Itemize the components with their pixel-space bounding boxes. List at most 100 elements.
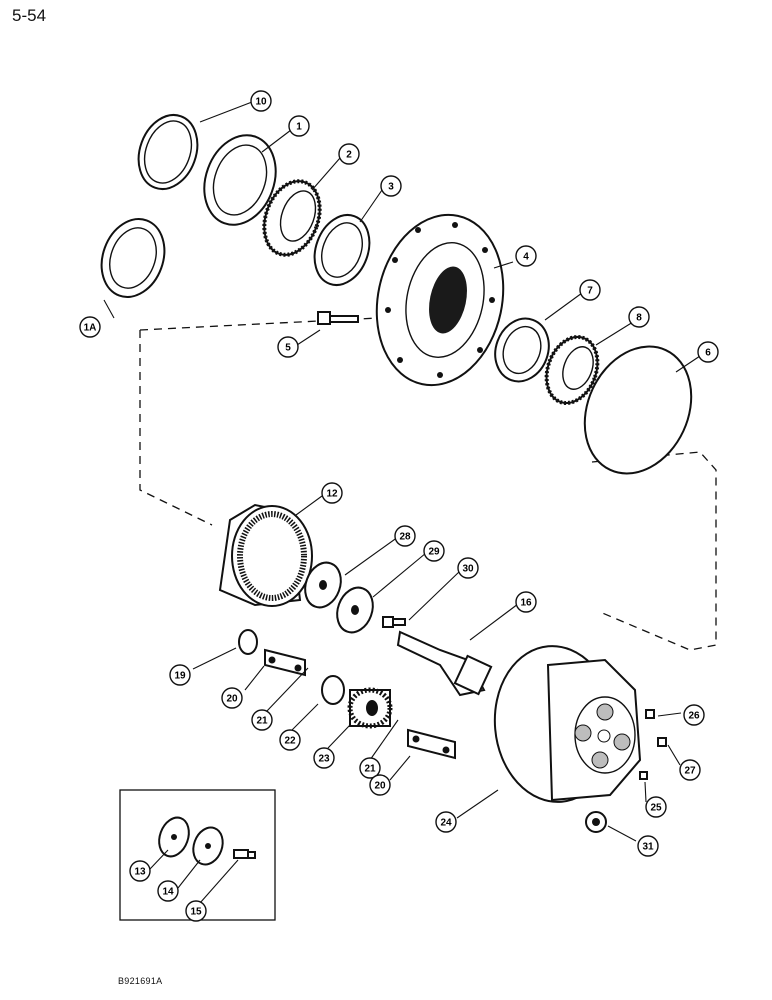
callout-22: 22 bbox=[279, 729, 301, 751]
part-20-plate bbox=[264, 648, 306, 677]
callout-label: 23 bbox=[318, 754, 330, 765]
callout-13: 13 bbox=[129, 860, 151, 882]
callout-3: 3 bbox=[380, 175, 402, 197]
callout-circle bbox=[683, 704, 705, 726]
callout-circle bbox=[288, 115, 310, 137]
callout-circle bbox=[679, 759, 701, 781]
callout-circle bbox=[221, 687, 243, 709]
callout-label: 29 bbox=[428, 547, 440, 558]
callout-15: 15 bbox=[185, 900, 207, 922]
callout-label: 28 bbox=[399, 532, 411, 543]
callout-label: 21 bbox=[364, 764, 376, 775]
callout-30: 30 bbox=[457, 557, 479, 579]
callout-25: 25 bbox=[645, 796, 667, 818]
callout-circle bbox=[185, 900, 207, 922]
callout-10: 10 bbox=[250, 90, 272, 112]
part-29-washer bbox=[336, 586, 374, 634]
callout-circle bbox=[251, 709, 273, 731]
callout-label: 1 bbox=[296, 122, 302, 133]
callout-16: 16 bbox=[515, 591, 537, 613]
callout-circle bbox=[515, 245, 537, 267]
callout-26: 26 bbox=[683, 704, 705, 726]
part-10-seal bbox=[137, 114, 199, 190]
callout-label: 27 bbox=[684, 766, 696, 777]
callout-circle bbox=[359, 757, 381, 779]
callout-label: 22 bbox=[284, 736, 296, 747]
callout-label: 7 bbox=[587, 286, 593, 297]
callout-label: 24 bbox=[440, 818, 452, 829]
part-6-o-ring bbox=[583, 345, 693, 475]
callout-circle bbox=[321, 482, 343, 504]
callout-24: 24 bbox=[435, 811, 457, 833]
callout-label: 31 bbox=[642, 842, 654, 853]
part-25-plug bbox=[639, 771, 648, 780]
callout-circle bbox=[369, 774, 391, 796]
callout-circle bbox=[129, 860, 151, 882]
callout-circle bbox=[277, 336, 299, 358]
callout-label: 3 bbox=[388, 182, 394, 193]
callout-6: 6 bbox=[697, 341, 719, 363]
callout-circle bbox=[628, 306, 650, 328]
callout-circle bbox=[637, 835, 659, 857]
callout-circle bbox=[645, 796, 667, 818]
callout-circle bbox=[457, 557, 479, 579]
callout-label: 21 bbox=[256, 716, 268, 727]
part-5-stud bbox=[317, 311, 359, 325]
callout-8: 8 bbox=[628, 306, 650, 328]
callout-label: 16 bbox=[520, 598, 532, 609]
leader-lines bbox=[103, 101, 701, 904]
callout-31: 31 bbox=[637, 835, 659, 857]
callout-27: 27 bbox=[679, 759, 701, 781]
callout-label: 19 bbox=[174, 671, 186, 682]
part-3-ring bbox=[313, 214, 371, 286]
callout-23: 23 bbox=[313, 747, 335, 769]
part-16-shaft bbox=[396, 630, 493, 697]
callout-19: 19 bbox=[169, 664, 191, 686]
callout-circle bbox=[423, 540, 445, 562]
part-24-carrier bbox=[493, 645, 642, 803]
callout-circle bbox=[579, 279, 601, 301]
callout-circle bbox=[313, 747, 335, 769]
callout-29: 29 bbox=[423, 540, 445, 562]
callout-1: 1 bbox=[288, 115, 310, 137]
callout-21b: 21 bbox=[359, 757, 381, 779]
callout-circle bbox=[697, 341, 719, 363]
callout-label: 10 bbox=[255, 97, 267, 108]
callout-28: 28 bbox=[394, 525, 416, 547]
callout-circle bbox=[169, 664, 191, 686]
callout-5: 5 bbox=[277, 336, 299, 358]
callout-circle bbox=[157, 880, 179, 902]
part-12-ring-gear bbox=[218, 503, 313, 607]
callout-circle bbox=[79, 316, 101, 338]
part-30-screw bbox=[382, 616, 406, 628]
callout-label: 13 bbox=[134, 867, 146, 878]
part-4-hub bbox=[375, 213, 505, 387]
callout-7: 7 bbox=[579, 279, 601, 301]
part-19-snap-ring bbox=[238, 629, 258, 655]
callout-label: 26 bbox=[688, 711, 700, 722]
callout-20a: 20 bbox=[221, 687, 243, 709]
callout-label: 12 bbox=[326, 489, 338, 500]
callout-circle bbox=[338, 143, 360, 165]
callout-21a: 21 bbox=[251, 709, 273, 731]
callout-label: 20 bbox=[374, 781, 386, 792]
callout-label: 8 bbox=[636, 313, 642, 324]
part-28-washer bbox=[304, 561, 342, 609]
callout-label: 25 bbox=[650, 803, 662, 814]
callout-label: 4 bbox=[523, 252, 529, 263]
callout-2: 2 bbox=[338, 143, 360, 165]
callout-label: 5 bbox=[285, 343, 291, 354]
part-2-bearing-cone bbox=[262, 179, 322, 257]
callout-circle bbox=[394, 525, 416, 547]
callout-circle bbox=[515, 591, 537, 613]
part-15-screw bbox=[233, 849, 256, 859]
part-23-planet-gear bbox=[347, 687, 393, 729]
figure-code: B921691A bbox=[118, 976, 163, 986]
callout-label: 14 bbox=[162, 887, 174, 898]
callout-label: 20 bbox=[226, 694, 238, 705]
part-26-screw bbox=[645, 709, 655, 719]
callout-4: 4 bbox=[515, 245, 537, 267]
callout-20b: 20 bbox=[369, 774, 391, 796]
part-27-plug bbox=[657, 737, 667, 747]
